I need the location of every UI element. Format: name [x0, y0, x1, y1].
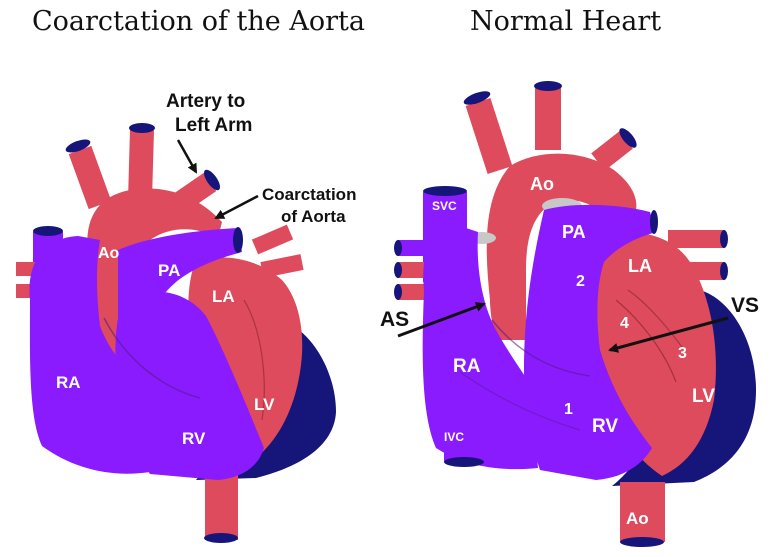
label-ra: RA: [56, 373, 81, 392]
callout-artery-line2: Left Arm: [175, 115, 252, 136]
callout-vs: VS: [731, 294, 759, 317]
left-pa-cap: [233, 227, 243, 253]
label-rv: RV: [182, 429, 206, 448]
right-branch-cap-2: [534, 81, 562, 91]
right-stub-cap-2: [394, 262, 402, 278]
label-rv-right: RV: [592, 416, 618, 437]
right-pulmonary-vein-top: [668, 230, 724, 248]
left-pulmonary-vein-top: [255, 232, 290, 247]
right-pa-cap: [650, 210, 658, 234]
callout-coarct-line2: of Aorta: [281, 207, 346, 226]
right-pv-cap-top: [720, 230, 728, 248]
right-stub-cap-3: [394, 284, 402, 300]
label-pa: PA: [158, 261, 180, 280]
label-la: LA: [212, 287, 235, 306]
callout-coarct-line1: Coarctation: [262, 185, 356, 204]
label-pa-right: PA: [562, 222, 586, 242]
label-ao: Ao: [98, 245, 120, 262]
artery-arrow: [178, 140, 196, 172]
callout-as: AS: [380, 308, 409, 331]
label-ivc: IVC: [444, 430, 464, 444]
normal-heart: [394, 81, 756, 547]
left-svc-cap: [33, 226, 63, 236]
left-branch-cap-2: [129, 123, 155, 133]
label-ra-right: RA: [453, 356, 481, 377]
left-pulmonary-vein-bottom: [262, 262, 302, 270]
right-svc-cap: [423, 186, 467, 196]
label-3: 3: [678, 345, 687, 362]
callout-artery-line1: Artery to: [166, 91, 245, 112]
right-aortic-branch-1: [478, 102, 500, 170]
coarctation-arrow: [216, 196, 258, 218]
label-lv: LV: [254, 395, 275, 414]
label-svc: SVC: [432, 199, 457, 213]
label-1: 1: [564, 401, 573, 418]
right-ivc-cap: [444, 457, 484, 467]
label-4: 4: [620, 315, 629, 332]
right-stub-cap-1: [394, 240, 402, 256]
label-la-right: LA: [628, 256, 652, 276]
right-aortic-branch-3: [598, 140, 626, 162]
left-descending-aorta: [205, 470, 238, 540]
label-2: 2: [576, 273, 585, 290]
left-aortic-branch-1: [80, 150, 100, 205]
right-descending-aorta-cap: [620, 537, 664, 547]
label-ao-top: Ao: [530, 174, 554, 194]
left-descending-aorta-cap: [204, 533, 238, 543]
label-lv-right: LV: [692, 386, 715, 407]
right-pv-cap-bottom: [720, 262, 728, 280]
label-ao-bottom: Ao: [626, 509, 649, 528]
